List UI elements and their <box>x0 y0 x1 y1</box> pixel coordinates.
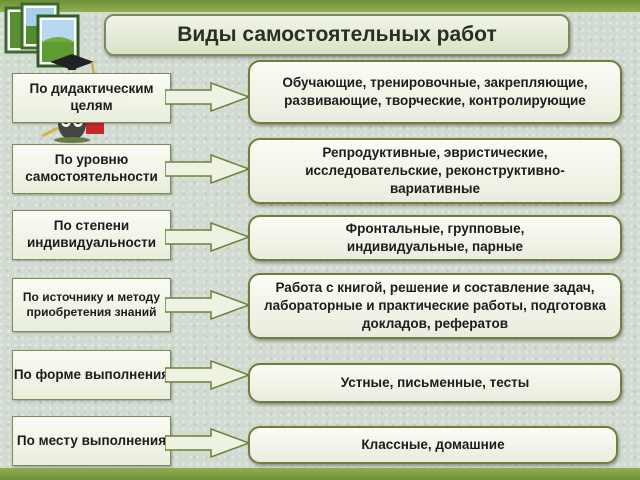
category-source-and-method: По источнику и методу приобретения знани… <box>12 278 171 332</box>
category-independence-level: По уровню самостоятельности <box>12 144 171 194</box>
arrow-icon <box>165 82 251 112</box>
category-label: По дидактическим целям <box>29 81 154 113</box>
category-label: По месту выполнения <box>16 432 167 448</box>
category-execution-form: По форме выполнения <box>12 350 171 400</box>
arrow-icon <box>165 360 251 390</box>
bottom-decor-bar <box>0 468 640 480</box>
category-execution-place: По месту выполнения <box>12 416 171 466</box>
arrow-icon <box>165 222 251 252</box>
types-source-and-method: Работа с книгой, решение и составление з… <box>248 273 622 339</box>
types-label: Устные, письменные, тесты <box>340 374 530 390</box>
category-individuality-degree: По степени индивидуальности <box>12 210 171 260</box>
types-label: Репродуктивные, эвристические, исследова… <box>305 144 565 197</box>
category-label: По степени индивидуальности <box>26 218 156 250</box>
types-label: Работа с книгой, решение и составление з… <box>264 279 606 332</box>
page-title: Виды самостоятельных работ <box>104 14 570 56</box>
category-didactic-goals: По дидактическим целям <box>12 73 171 123</box>
types-individuality-degree: Фронтальные, групповые, индивидуальные, … <box>248 215 622 261</box>
types-label: Классные, домашние <box>361 436 505 452</box>
category-label: По источнику и методу приобретения знани… <box>22 290 161 319</box>
types-independence-level: Репродуктивные, эвристические, исследова… <box>248 138 622 204</box>
category-label: По уровню самостоятельности <box>25 152 158 184</box>
types-didactic-goals: Обучающие, тренировочные, закрепляющие, … <box>248 60 622 124</box>
types-execution-form: Устные, письменные, тесты <box>248 363 622 403</box>
graduate-character-icon <box>41 54 104 143</box>
arrow-icon <box>165 428 251 458</box>
types-label: Фронтальные, групповые, индивидуальные, … <box>345 220 525 254</box>
framed-pictures-icon <box>4 2 80 68</box>
arrow-icon <box>165 154 251 184</box>
arrow-icon <box>165 290 251 320</box>
category-label: По форме выполнения <box>13 366 170 382</box>
top-decor-bar <box>0 0 640 12</box>
types-execution-place: Классные, домашние <box>248 426 618 464</box>
types-label: Обучающие, тренировочные, закрепляющие, … <box>282 74 588 108</box>
